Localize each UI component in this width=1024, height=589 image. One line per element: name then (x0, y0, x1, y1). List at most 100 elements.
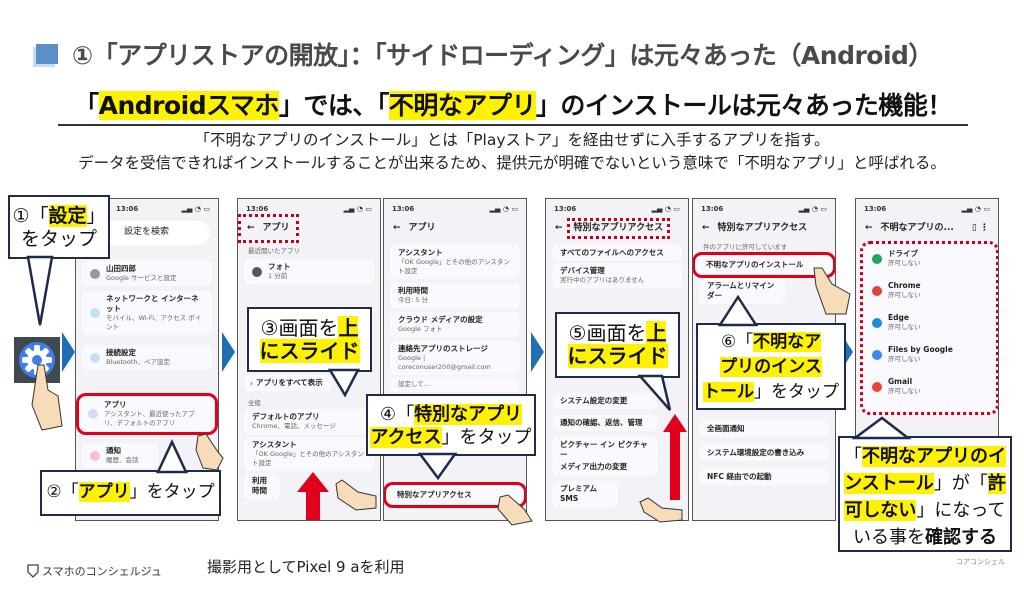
app-status: 許可しない (888, 259, 921, 267)
list-item[interactable]: アシスタント「OK Google」とその他のアシスタント設定 (390, 245, 520, 279)
back-arrow-icon[interactable]: ← (247, 223, 255, 233)
list-item[interactable]: NFC 経由での起動 (699, 469, 829, 485)
help-icon[interactable]: ▯ ⋮ (971, 223, 989, 233)
callout-tail (637, 374, 672, 411)
special-app-access-item[interactable]: 特別なアプリアクセス (384, 482, 526, 508)
item-title: 通知の確認、返信、管理 (560, 418, 643, 427)
callout-text: ③画面を (260, 316, 339, 340)
list-item[interactable]: システム環境設定の書き込み (699, 445, 829, 461)
item-title: 特別なアプリアクセス (397, 490, 472, 499)
logo-text: スマホのコンシェルジュ (42, 565, 162, 578)
list-item[interactable]: システム設定の変更 (552, 393, 658, 409)
item-title: 山田四郎 (106, 264, 136, 273)
item-subtitle: Google | coreconuser200@gmail.com (398, 354, 491, 371)
settings-item-apps[interactable]: アプリアシスタント、最近使ったアプリ、デフォルトのアプリ (76, 393, 218, 435)
status-time: 13:06 (246, 205, 269, 213)
app-item[interactable]: ドライブ許可しない (872, 249, 921, 268)
list-item[interactable]: 全画面通知 (699, 421, 829, 437)
list-item[interactable]: 設定して… (390, 377, 520, 392)
list-item[interactable]: 通知の確認、返信、管理 (552, 415, 658, 431)
status-bar: 13:06▂▄ ◔ ▭ (238, 199, 380, 217)
screen-title: アプリ (262, 223, 290, 233)
callout-text: ②「 (46, 482, 79, 502)
item-subtitle: アシスタント、最近使ったアプリ、デフォルトのアプリ (104, 410, 195, 427)
screen-title: アプリ (408, 223, 436, 233)
item-title: 利用時間 (252, 476, 267, 495)
description-line-1: 「不明なアプリのインストール」とは「Playストア」を経由せずに入手するアプリを… (194, 131, 830, 149)
callout-text: をタップ (20, 228, 97, 250)
see-all-apps-row[interactable]: ›アプリをすべて表示 (244, 375, 332, 391)
signal-icons: ▂▄ ◔ ▭ (489, 205, 518, 213)
app-name: ドライブ (888, 249, 918, 258)
list-item[interactable]: ピクチャー イン ピクチャー (552, 437, 658, 463)
settings-item-network[interactable]: ネットワークと インターネットモバイル、Wi-Fi、アクセス ポイント (82, 291, 212, 335)
item-title: ネットワークと インターネット (106, 294, 199, 313)
list-item[interactable]: 利用時間 (244, 473, 280, 499)
settings-app-icon[interactable] (14, 337, 60, 383)
item-title: デフォルトのアプリ (252, 412, 320, 421)
callout-text: ⑤画面を (568, 321, 647, 345)
status-bar: 13:06▂▄ ◔ ▭ (76, 199, 218, 217)
list-item[interactable]: 利用時間今日: 5 分 (390, 283, 520, 308)
hand-pointer-icon (195, 433, 224, 471)
list-item[interactable]: すべてのファイルへのアクセス (552, 245, 682, 261)
unknown-apps-install-item[interactable]: 不明なアプリのインストール (693, 252, 835, 278)
see-all-apps-link[interactable]: アプリをすべて表示 (256, 378, 323, 387)
callout-highlight: にスライド (567, 344, 668, 368)
item-title: フォト (268, 262, 291, 271)
files-icon (872, 349, 882, 360)
item-title: クラウド メディアの設定 (398, 315, 483, 324)
back-arrow-icon[interactable]: ← (702, 223, 710, 233)
item-subtitle: 「OK Google」とその他のアシスタント設定 (252, 450, 364, 467)
callout-text: 」 (86, 205, 106, 227)
list-item[interactable]: アラームとリマインダー (699, 278, 785, 304)
item-title: 連絡先アプリのストレージ (398, 344, 488, 353)
page-title: ①「アプリストアの開放」：「サイドローディング」は元々あった（Android） (72, 41, 933, 70)
settings-item-notifications[interactable]: 通知履歴、会話 (82, 443, 158, 468)
item-subtitle: モバイル、Wi-Fi、アクセス ポイント (106, 314, 202, 331)
back-arrow-icon[interactable]: ← (555, 223, 563, 233)
callout-text: 」が「 (933, 473, 988, 494)
swipe-up-arrow-icon (663, 414, 687, 500)
app-status: 許可しない (888, 291, 921, 299)
item-title: メディア出力の変更 (560, 462, 627, 471)
item-subtitle: Chrome、電話、メッセージ (252, 422, 336, 430)
item-title: 全画面通知 (707, 424, 745, 433)
item-title: ピクチャー イン ピクチャー (560, 440, 648, 459)
status-bar: 13:06▂▄ ◔ ▭ (546, 199, 688, 217)
status-bar: 13:06▂▄ ◔ ▭ (693, 199, 835, 217)
item-title: システム設定の変更 (560, 396, 628, 405)
edge-icon (872, 317, 882, 328)
item-title: 不明なアプリのインストール (706, 260, 804, 269)
list-item[interactable]: デバイス管理実行中のアプリはありません (552, 263, 682, 288)
item-title: アプリ (104, 400, 127, 409)
list-item[interactable]: メディア出力の変更 (552, 459, 658, 475)
callout-emphasis: 確認する (925, 527, 997, 548)
list-item[interactable]: アシスタント「OK Google」とその他のアシスタント設定 (244, 437, 374, 471)
app-name: Edge (888, 313, 909, 322)
callout-text: ①「 (12, 205, 49, 227)
back-arrow-icon[interactable]: ← (865, 223, 873, 233)
item-subtitle: Bluetooth、ペア設定 (106, 358, 171, 366)
shield-logo-icon (27, 564, 39, 578)
callout-tail (417, 452, 458, 481)
back-arrow-icon[interactable]: ← (393, 223, 401, 233)
list-item[interactable]: プレミアム SMS (552, 481, 618, 507)
chevron-right-icon (222, 332, 235, 372)
section-label: 最近開いたアプリ (248, 247, 300, 255)
item-subtitle: 今日: 5 分 (398, 296, 428, 304)
hand-pointer-icon (335, 479, 377, 511)
callout-step4: ④「特別なアプリアクセス」をタップ (366, 394, 536, 456)
callout-highlight: プリのインス (720, 357, 822, 377)
